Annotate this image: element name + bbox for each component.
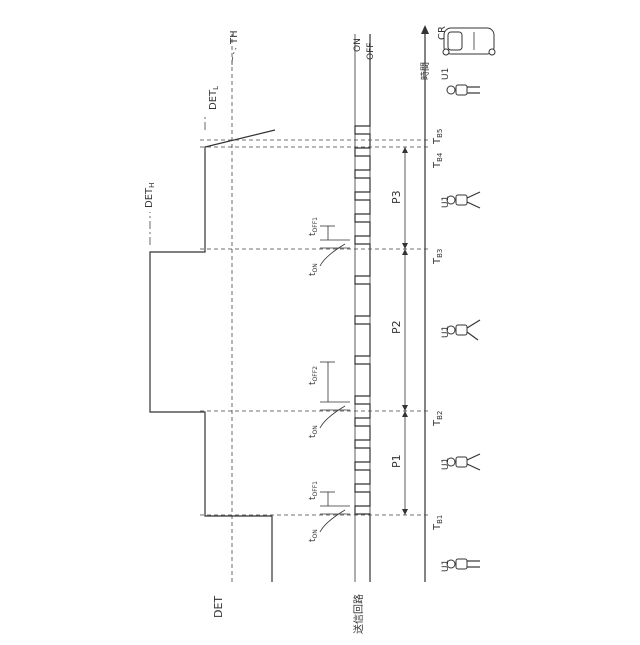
user-figure-walking-1: [447, 454, 480, 470]
det-h-label: DETH: [144, 183, 156, 208]
time-label: 時間: [420, 62, 431, 80]
pulse-dimension-marks: [320, 226, 350, 532]
off-label: OFF: [366, 43, 376, 60]
det-label: DET: [212, 596, 225, 618]
t-off2-label: tOFF2: [308, 366, 319, 385]
user-label-4: U1: [441, 196, 451, 208]
t-on-label-2: tON: [308, 425, 319, 438]
th-leader: [232, 48, 236, 65]
user-label-5: U1: [441, 68, 451, 80]
period-label-p3: P3: [390, 190, 403, 204]
tb3-label: TB3: [432, 249, 444, 265]
th-label: TH: [229, 30, 240, 45]
transmission-waveform: [355, 34, 370, 582]
period-label-p1: P1: [390, 454, 403, 468]
t-off1-label-1: tOFF1: [308, 481, 319, 500]
user-figure-standing-2: [447, 85, 480, 95]
tb1-label: TB1: [432, 515, 444, 531]
tb2-label: TB2: [432, 411, 444, 427]
car-icon: [443, 28, 495, 55]
user-label-3: U1: [441, 326, 451, 338]
tb4-label: TB4: [432, 152, 444, 169]
det-l-label: DETL: [208, 86, 220, 110]
t-off1-label-2: tOFF1: [308, 217, 319, 236]
user-figure-walking-2: [447, 192, 480, 208]
user-label-2: U1: [441, 458, 451, 470]
period-label-p2: P2: [390, 320, 403, 334]
user-label-1: U1: [441, 560, 451, 572]
time-axis-arrow-icon: [421, 25, 429, 34]
transmission-circuit-label: 送信回路: [352, 594, 365, 634]
user-figure-standing-1: [447, 559, 480, 569]
on-label: ON: [353, 38, 363, 52]
tb5-label: TB5: [432, 129, 444, 145]
t-on-label-1: tON: [308, 529, 319, 542]
t-on-label-3: tON: [308, 263, 319, 276]
det-waveform: [150, 130, 275, 582]
user-figure-running: [447, 320, 480, 340]
